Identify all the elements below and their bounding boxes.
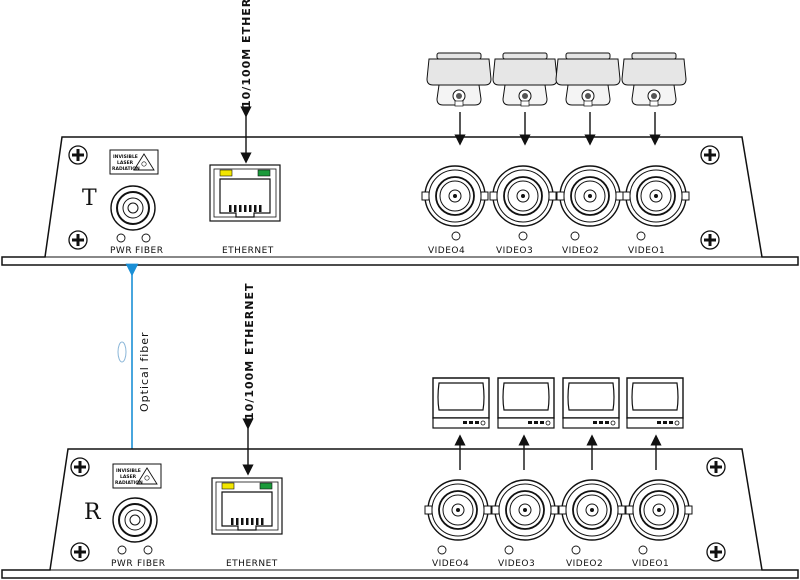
- fiber-port[interactable]: [110, 185, 156, 231]
- dome-camera-icon: [555, 52, 621, 107]
- screw-icon: [69, 456, 91, 478]
- video-led: [570, 231, 580, 241]
- video-led: [638, 545, 648, 555]
- laser-warning-line: RADIATION: [115, 480, 143, 486]
- pwr-label: PWR: [111, 559, 133, 569]
- video-led: [437, 545, 447, 555]
- unit-letter: R: [84, 500, 102, 525]
- ethernet-label: ETHERNET: [222, 246, 274, 256]
- dome-camera-icon: [492, 52, 558, 107]
- video-led: [518, 231, 528, 241]
- video-led: [636, 231, 646, 241]
- optical-fiber-link: Optical fiber: [117, 263, 151, 467]
- pwr-label: PWR: [110, 246, 132, 256]
- laser-warning-line: LASER: [120, 474, 137, 480]
- ethernet-speed-label: 10/100M ETHERNET: [243, 283, 256, 421]
- video-led: [504, 545, 514, 555]
- video-port-label: VIDEO1: [632, 559, 669, 569]
- ethernet-speed-label: 10/100M ETHERNET: [240, 0, 253, 108]
- dome-camera-icon: [621, 52, 687, 107]
- fiber-label: FIBER: [135, 246, 163, 256]
- ethernet-label: ETHERNET: [226, 559, 278, 569]
- video-port-label: VIDEO4: [428, 246, 465, 256]
- fiber-led: [143, 545, 153, 555]
- video-led: [571, 545, 581, 555]
- screw-icon: [67, 229, 89, 251]
- video-led: [451, 231, 461, 241]
- pwr-led: [116, 233, 126, 243]
- monitor-icon: [562, 377, 620, 429]
- fiber-led: [141, 233, 151, 243]
- laser-warning-line: RADIATION: [112, 166, 140, 172]
- monitor-icon: [497, 377, 555, 429]
- receiver-unit: R INVISIBLE LASER RADIATION PWR FIBER ET…: [1, 283, 799, 579]
- laser-warning-line: INVISIBLE: [116, 468, 141, 474]
- video-port-label: VIDEO3: [498, 559, 535, 569]
- dome-camera-icon: [426, 52, 492, 107]
- unit-letter: T: [82, 186, 97, 211]
- laser-warning-line: LASER: [117, 160, 134, 166]
- screw-icon: [67, 144, 89, 166]
- screw-icon: [69, 541, 91, 563]
- fiber-loop: [117, 341, 127, 363]
- screw-icon: [699, 229, 721, 251]
- ethernet-port[interactable]: [209, 164, 281, 222]
- video-port-label: VIDEO1: [628, 246, 665, 256]
- screw-icon: [705, 456, 727, 478]
- video-port-label: VIDEO4: [432, 559, 469, 569]
- monitor-icon: [432, 377, 490, 429]
- video-port-label: VIDEO3: [496, 246, 533, 256]
- video-port-label: VIDEO2: [562, 246, 599, 256]
- fiber-label: FIBER: [137, 559, 165, 569]
- monitor-icon: [626, 377, 684, 429]
- transmitter-unit: T INVISIBLE LASER RADIATION PWR FIBER ET…: [1, 0, 799, 266]
- laser-warning-line: INVISIBLE: [113, 154, 138, 160]
- pwr-led: [117, 545, 127, 555]
- ethernet-port[interactable]: [211, 477, 283, 535]
- optical-fiber-label: Optical fiber: [138, 331, 151, 412]
- screw-icon: [705, 541, 727, 563]
- fiber-port[interactable]: [112, 497, 158, 543]
- video-port-label: VIDEO2: [566, 559, 603, 569]
- screw-icon: [699, 144, 721, 166]
